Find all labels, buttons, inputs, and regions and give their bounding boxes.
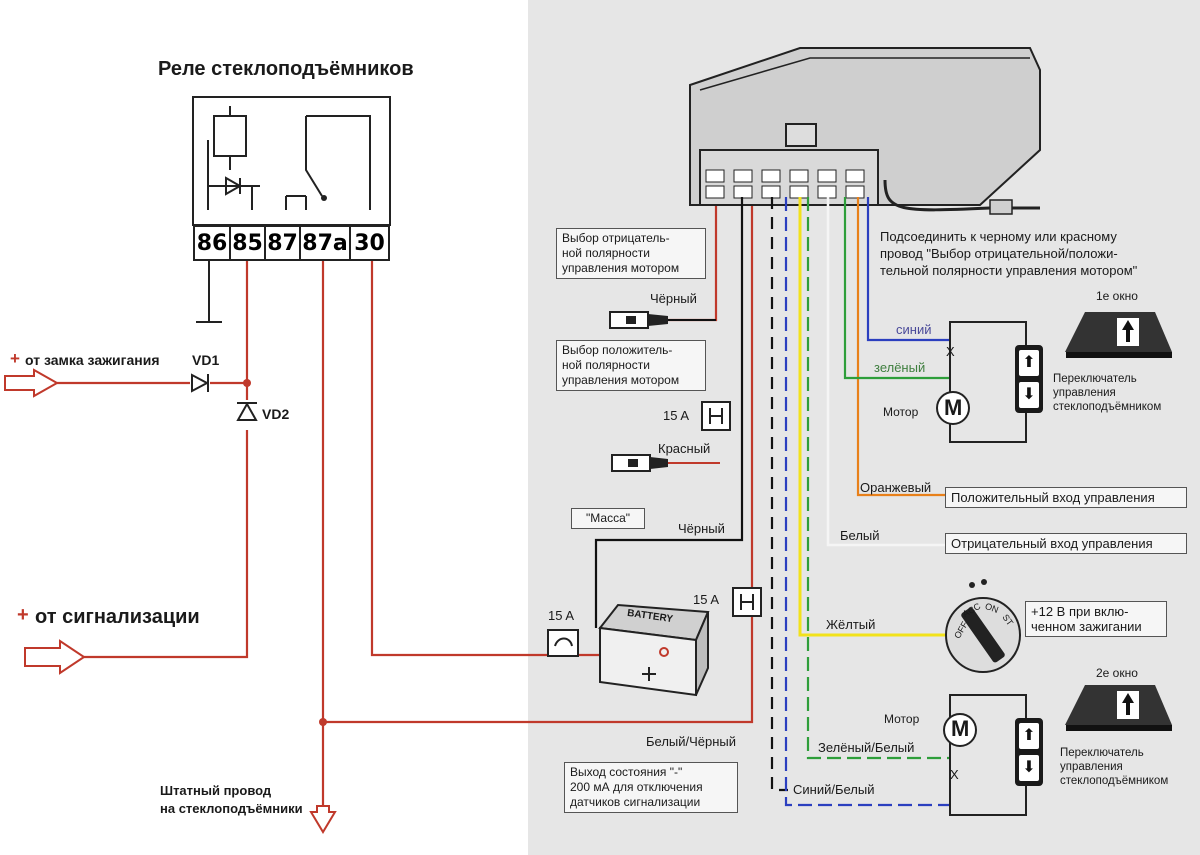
ignition-label: от замка зажигания bbox=[25, 352, 160, 368]
alarm-label: от сигнализации bbox=[35, 606, 200, 628]
switch-1-label: Переключатель управления стеклоподъёмник… bbox=[1053, 373, 1162, 413]
relay-pin-87: 87 bbox=[266, 225, 301, 261]
motor-2-label: Мотор bbox=[884, 712, 920, 726]
stock-wire-output-arrow bbox=[309, 805, 337, 834]
vd2-diode-symbol bbox=[236, 401, 258, 421]
connector-pins bbox=[705, 169, 865, 199]
vd1-label: VD1 bbox=[192, 352, 220, 368]
stock-wire-line-2: на стеклоподъёмники bbox=[160, 801, 303, 816]
pos-polarity-box: Выбор положитель- ной полярности управле… bbox=[556, 340, 706, 391]
pos-input-box: Положительный вход управления bbox=[945, 487, 1187, 508]
x-label-2: X bbox=[950, 767, 959, 782]
alarm-input-arrow bbox=[24, 639, 86, 675]
black-wire-label-2: Чёрный bbox=[678, 521, 725, 536]
ignition-input-arrow bbox=[4, 368, 60, 398]
motor-1-box bbox=[936, 321, 1027, 443]
white-black-wire-label: Белый/Чёрный bbox=[646, 734, 737, 749]
vd1-diode-symbol bbox=[191, 373, 210, 393]
arrow-up-icon: ⬆ bbox=[1019, 723, 1039, 749]
orange-wire-label: Оранжевый bbox=[860, 480, 932, 495]
status-output-box: Выход состояния "-" 200 мА для отключени… bbox=[564, 762, 738, 813]
blue-white-wire-label: Синий/Белый bbox=[793, 782, 875, 797]
arrow-down-icon: ⬇ bbox=[1019, 755, 1039, 781]
motor-1-letter: M bbox=[944, 395, 963, 420]
ignition-switch-icon bbox=[945, 579, 1021, 673]
alarm-plus: + bbox=[17, 604, 29, 626]
stock-wire-line-1: Штатный провод bbox=[160, 783, 272, 798]
junction-dot bbox=[243, 379, 251, 387]
white-wire-label: Белый bbox=[840, 528, 880, 543]
motor-1-label: Мотор bbox=[883, 405, 919, 419]
x-label-1: X bbox=[946, 344, 955, 359]
relay-pin-30: 30 bbox=[351, 225, 390, 261]
battery-icon bbox=[598, 603, 710, 697]
fuse-icon bbox=[547, 629, 579, 657]
relay-pin-87a: 87a bbox=[301, 225, 351, 261]
black-wire-label-1: Чёрный bbox=[650, 291, 697, 306]
green-wire-label: зелёный bbox=[874, 360, 926, 375]
fuse-label-3: 15 A bbox=[548, 608, 575, 623]
vd2-label: VD2 bbox=[262, 406, 290, 422]
green-white-wire-label: Зелёный/Белый bbox=[818, 740, 915, 755]
red-wire-label: Красный bbox=[658, 441, 711, 456]
window-1-icon bbox=[1065, 312, 1172, 358]
arrow-up-icon: ⬆ bbox=[1019, 350, 1039, 376]
module-wires bbox=[594, 197, 950, 807]
mass-box: "Масса" bbox=[571, 508, 645, 529]
window-switch-1: ⬆ ⬇ bbox=[1015, 345, 1043, 413]
connect-note: Подсоединить к черному или красному пров… bbox=[880, 229, 1138, 278]
stock-wire-label: Штатный провод на стеклоподъёмники bbox=[160, 782, 303, 818]
antenna-plug bbox=[989, 199, 1013, 215]
relay-title: Реле стеклоподъёмников bbox=[158, 58, 414, 80]
fuse-label-2: 15 A bbox=[693, 592, 720, 607]
plug-connector-red bbox=[611, 454, 668, 472]
motor-2-letter: M bbox=[951, 716, 970, 741]
fuse-icon bbox=[732, 587, 762, 617]
switch-2-label: Переключатель управления стеклоподъёмник… bbox=[1060, 747, 1169, 787]
ignition-plus: + bbox=[10, 349, 20, 368]
motor-2-box bbox=[943, 694, 1027, 816]
antenna-cable bbox=[883, 179, 1040, 212]
junction-dot bbox=[319, 718, 327, 726]
window-2-label: 2е окно bbox=[1096, 666, 1138, 680]
ground-wire-86 bbox=[196, 261, 222, 323]
red-wires bbox=[57, 197, 754, 812]
window-1-label: 1е окно bbox=[1096, 289, 1138, 303]
relay-block bbox=[192, 96, 391, 226]
window-switch-2: ⬆ ⬇ bbox=[1015, 718, 1043, 786]
arrow-down-icon: ⬇ bbox=[1019, 382, 1039, 408]
fuse-icon bbox=[701, 401, 731, 431]
plug-connector-black bbox=[609, 311, 668, 329]
ignition-12v-box: +12 В при вклю- ченном зажигании bbox=[1025, 601, 1167, 637]
blue-wire-label: синий bbox=[896, 322, 932, 337]
fuse-label-1: 15 A bbox=[663, 408, 690, 423]
yellow-wire-label: Жёлтый bbox=[826, 617, 876, 632]
neg-input-box: Отрицательный вход управления bbox=[945, 533, 1187, 554]
relay-pin-85: 85 bbox=[231, 225, 266, 261]
relay-pin-86: 86 bbox=[193, 225, 231, 261]
neg-polarity-box: Выбор отрицатель- ной полярности управле… bbox=[556, 228, 706, 279]
window-2-icon bbox=[1065, 685, 1172, 731]
